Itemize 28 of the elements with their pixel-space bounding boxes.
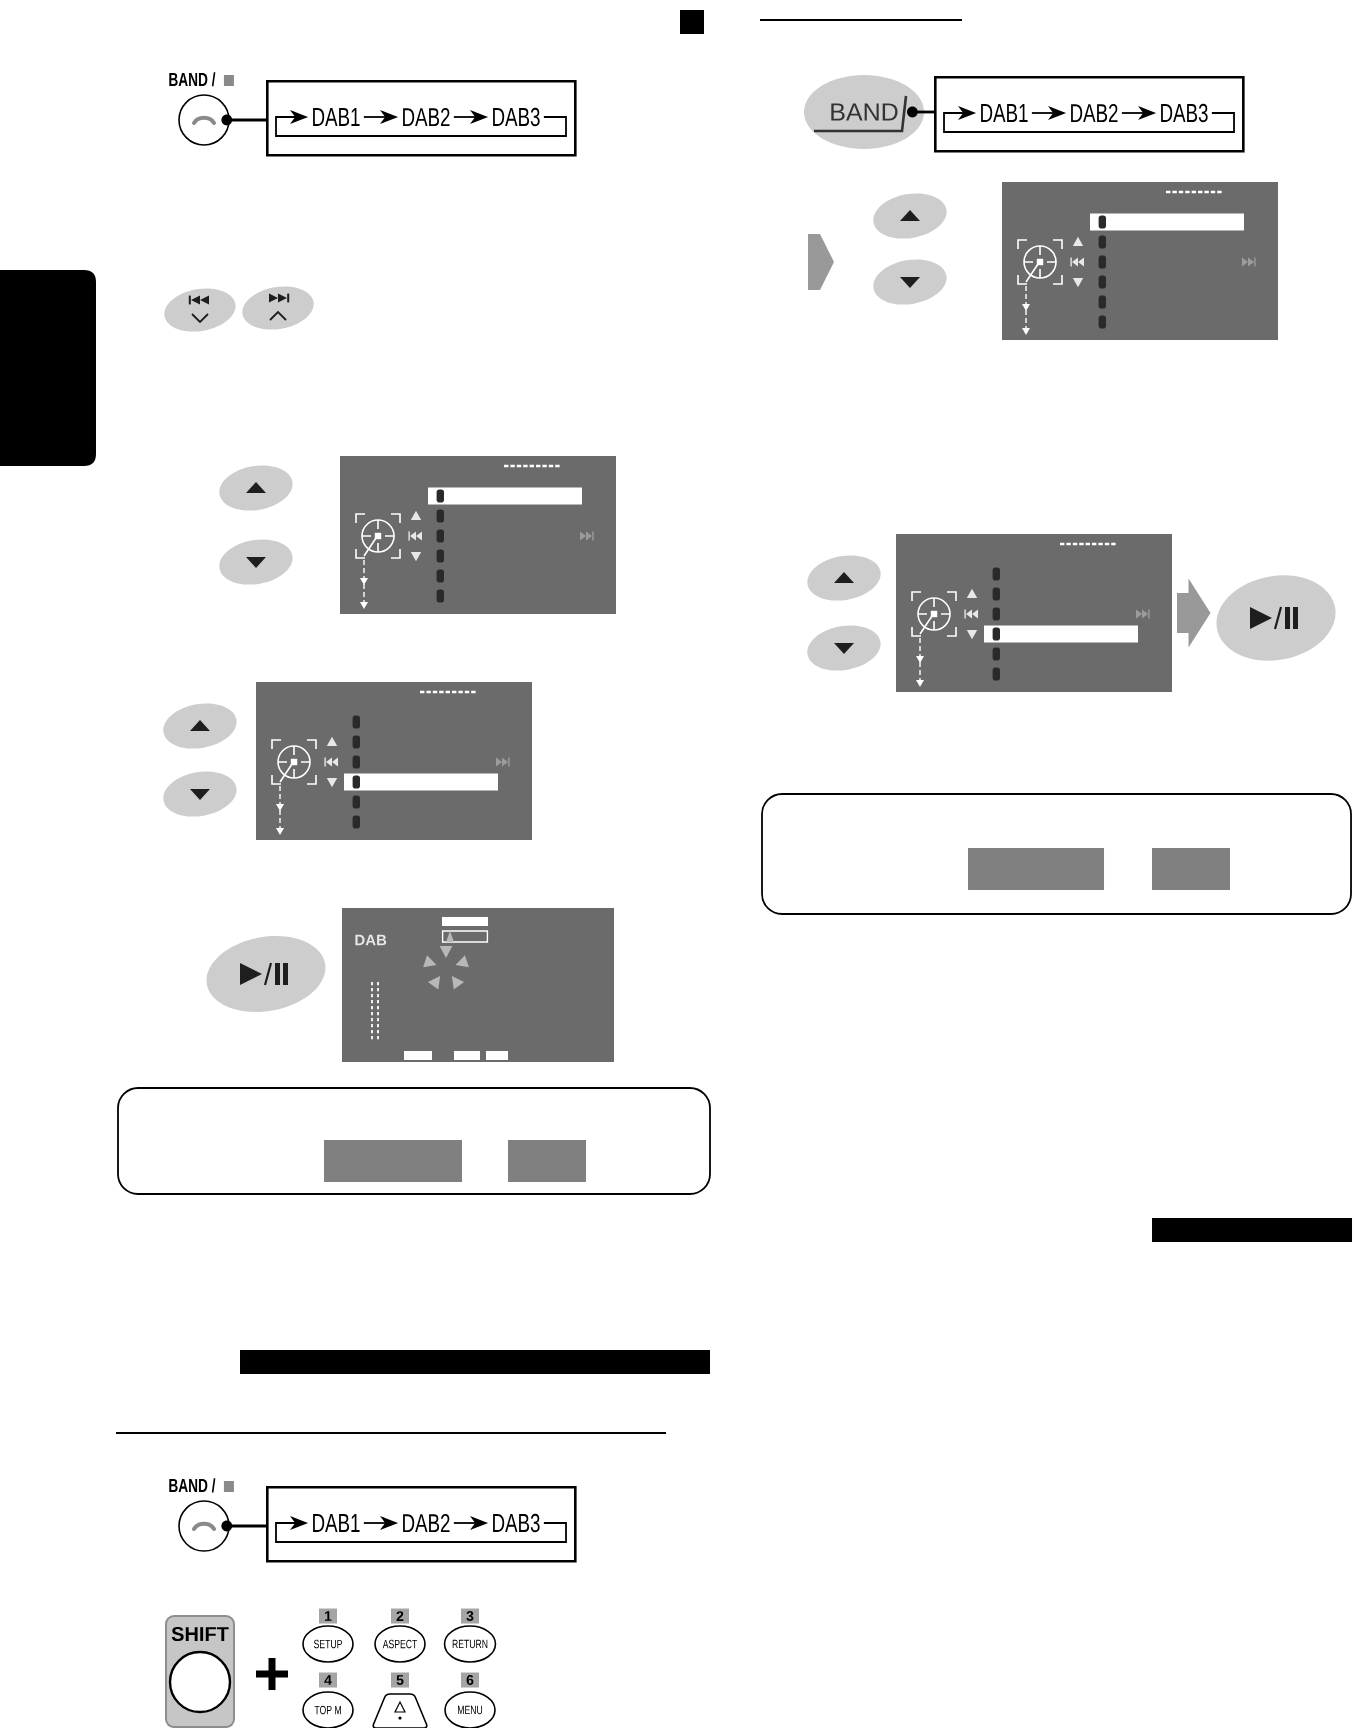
screen-drawing (896, 534, 1172, 692)
band-label: DAB3 (493, 107, 540, 127)
play-pause-button (206, 936, 326, 1012)
band-label: DAB3 (493, 1513, 540, 1533)
band-label: DAB2 (1071, 103, 1118, 123)
connector-line (912, 110, 934, 114)
cycle-box (934, 76, 1245, 153)
band-label: DAB1 (981, 104, 1028, 122)
band-label: DAB1 (313, 108, 360, 126)
connector-line (226, 1524, 266, 1528)
band-button: BAND / (169, 72, 234, 146)
side-tab (0, 270, 96, 466)
band-label: DAB3 (1161, 103, 1208, 123)
play-pause-button (1216, 575, 1336, 661)
band-label: DAB2 (403, 107, 450, 127)
node-label: BAND / (169, 72, 216, 87)
shift-button: SHIFT (165, 1615, 235, 1728)
band-button: BAND (804, 75, 924, 149)
cycle-box (266, 1486, 577, 1563)
loop-arrow (943, 105, 1235, 133)
band-label: DAB2 (403, 1513, 450, 1533)
node-label: BAND / (169, 1478, 216, 1493)
cycle-box (266, 80, 577, 157)
band-label: DAB1 (313, 1514, 360, 1532)
connector-line (226, 118, 266, 122)
loop-arrow (275, 109, 567, 137)
loop-arrow (275, 1515, 567, 1543)
band-button: BAND / (169, 1478, 234, 1552)
